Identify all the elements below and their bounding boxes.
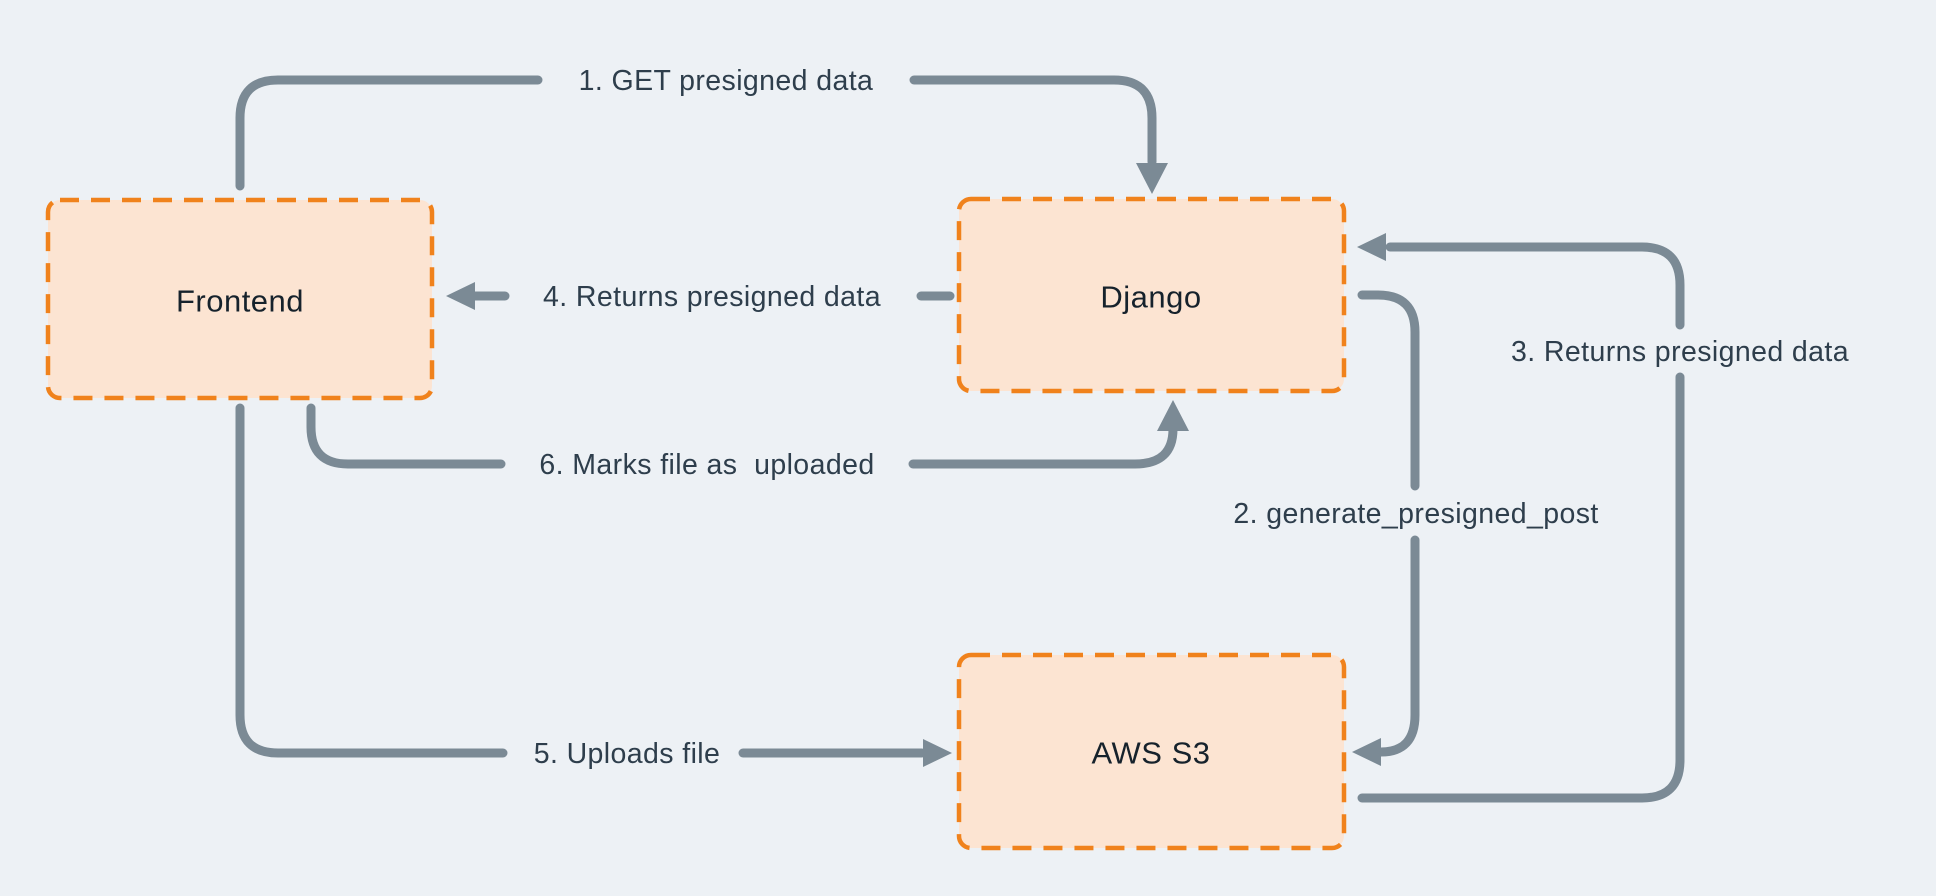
flow-5-line-left — [235, 403, 508, 758]
flow-6-label: 6. Marks file as uploaded — [539, 449, 874, 481]
flow-4-returns-presigned-data: 4. Returns presigned data — [446, 281, 955, 313]
node-frontend: Frontend — [45, 197, 435, 401]
node-aws-s3-box — [956, 652, 1347, 851]
flow-5-arrowhead-right — [923, 739, 952, 767]
node-aws-s3: AWS S3 — [956, 652, 1347, 851]
flow-6-line-right — [908, 424, 1178, 469]
node-aws-s3-label: AWS S3 — [1092, 736, 1211, 771]
flow-4-arrowhead-left — [446, 282, 475, 310]
flow-2-generate-presigned-post: 2. generate_presigned_post — [1233, 290, 1598, 766]
node-django-label: Django — [1100, 280, 1201, 315]
flow-6-marks-file-uploaded: 6. Marks file as uploaded — [306, 400, 1189, 481]
flow-3-returns-presigned-data: 3. Returns presigned data — [1357, 233, 1849, 803]
flow-1-arrowhead-down — [1136, 163, 1168, 194]
flow-2-arrowhead-left — [1352, 738, 1381, 766]
flow-1-line-left — [235, 75, 543, 191]
flow-6-line-left — [306, 403, 506, 469]
flow-3-arrowhead-left — [1357, 233, 1386, 261]
flow-1-get-presigned-data: 1. GET presigned data — [235, 65, 1168, 194]
flow-3-label: 3. Returns presigned data — [1511, 336, 1849, 368]
flow-4-label: 4. Returns presigned data — [543, 281, 881, 313]
flow-3-line-top — [1385, 242, 1685, 330]
flow-5-uploads-file: 5. Uploads file — [235, 403, 952, 770]
flow-5-label: 5. Uploads file — [534, 738, 721, 770]
node-django: Django — [956, 196, 1347, 394]
flow-2-label: 2. generate_presigned_post — [1233, 498, 1598, 530]
flow-3-line-bottom — [1357, 372, 1685, 803]
flow-1-label: 1. GET presigned data — [579, 65, 874, 97]
node-frontend-label: Frontend — [176, 284, 304, 319]
flow-6-arrowhead-up — [1157, 400, 1189, 431]
flow-1-line-right — [909, 75, 1157, 167]
flow-2-line-bottom — [1376, 535, 1420, 757]
flow-2-line-top — [1357, 290, 1420, 491]
node-django-box — [956, 196, 1347, 394]
node-frontend-box — [45, 197, 435, 401]
